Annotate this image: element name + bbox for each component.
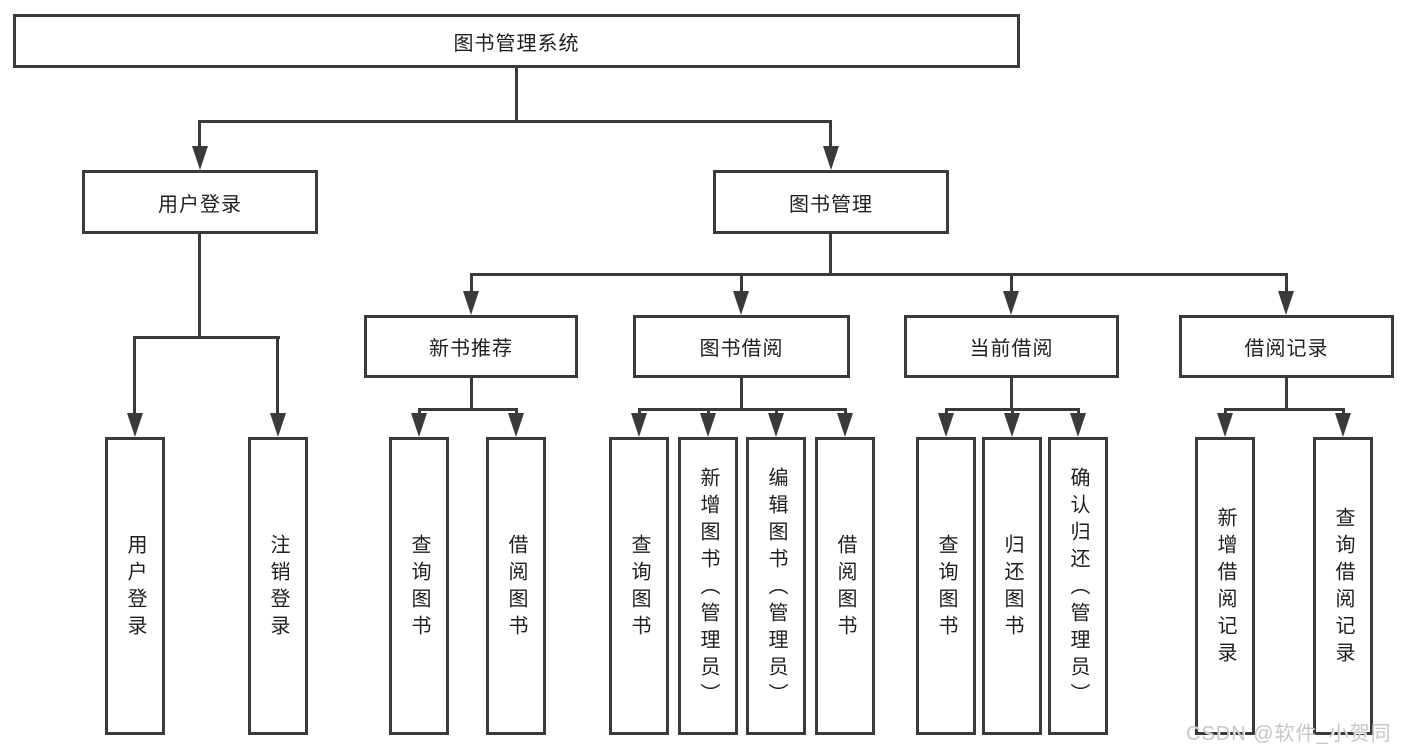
leaf-query-books-3: 查询图书 (916, 437, 976, 735)
arrow-down-icon (823, 146, 839, 170)
arrow-down-icon (1278, 291, 1294, 315)
connector-book-mgmt-stem (829, 234, 832, 273)
connector-borrowing-stem (740, 378, 743, 408)
connector-new-books-bus (418, 408, 518, 411)
connector-level2-bus (199, 120, 832, 123)
leaf-user-login: 用户登录 (105, 437, 165, 735)
arrow-down-icon (938, 413, 954, 437)
leaf-borrow-books-2: 借阅图书 (815, 437, 875, 735)
leaf-query-books-2: 查询图书 (609, 437, 669, 735)
arrow-down-icon (837, 413, 853, 437)
connector-to-book-mgmt (829, 120, 832, 150)
connector-root-stem (515, 68, 518, 120)
connector-to-new-books (470, 273, 473, 295)
connector-user-login-bus (134, 336, 280, 339)
leaf-query-books-1: 查询图书 (389, 437, 449, 735)
connector-to-leaf-1 (276, 336, 279, 416)
node-borrow-records: 借阅记录 (1179, 315, 1394, 378)
arrow-down-icon (1335, 413, 1351, 437)
connector-to-records (1285, 273, 1288, 295)
connector-to-user-login (198, 120, 201, 150)
arrow-down-icon (192, 146, 208, 170)
arrow-down-icon (508, 413, 524, 437)
connector-to-borrowing (740, 273, 743, 295)
connector-level3-bus (470, 273, 1288, 276)
arrow-down-icon (1003, 291, 1019, 315)
node-new-book-recommend: 新书推荐 (364, 315, 578, 378)
arrow-down-icon (1070, 413, 1086, 437)
arrow-down-icon (1004, 413, 1020, 437)
arrow-down-icon (733, 291, 749, 315)
leaf-return-books: 归还图书 (982, 437, 1042, 735)
arrow-down-icon (631, 413, 647, 437)
connector-to-current (1010, 273, 1013, 295)
connector-records-stem (1285, 378, 1288, 408)
arrow-down-icon (270, 413, 286, 437)
leaf-add-books-admin: 新增图书（管理员） (678, 437, 738, 735)
leaf-borrow-books-1: 借阅图书 (486, 437, 546, 735)
node-root-system: 图书管理系统 (13, 14, 1020, 68)
connector-current-stem (1010, 378, 1013, 408)
node-current-borrow: 当前借阅 (904, 315, 1119, 378)
connector-new-books-stem (470, 378, 473, 408)
arrow-down-icon (411, 413, 427, 437)
arrow-down-icon (768, 413, 784, 437)
arrow-down-icon (127, 413, 143, 437)
connector-records-bus (1224, 408, 1345, 411)
arrow-down-icon (463, 291, 479, 315)
leaf-confirm-return-admin: 确认归还（管理员） (1048, 437, 1108, 735)
leaf-add-borrow-record: 新增借阅记录 (1195, 437, 1255, 735)
leaf-query-borrow-record: 查询借阅记录 (1313, 437, 1373, 735)
csdn-watermark: CSDN @软件_小贺同学 (1186, 723, 1392, 745)
arrow-down-icon (1217, 413, 1233, 437)
connector-borrowing-bus (638, 408, 847, 411)
connector-to-leaf-0 (133, 336, 136, 416)
connector-user-login-stem (198, 234, 201, 336)
leaf-logout: 注销登录 (248, 437, 308, 735)
node-book-borrow: 图书借阅 (633, 315, 850, 378)
arrow-down-icon (700, 413, 716, 437)
node-book-management: 图书管理 (713, 170, 949, 234)
node-user-login: 用户登录 (82, 170, 318, 234)
leaf-edit-books-admin: 编辑图书（管理员） (746, 437, 806, 735)
